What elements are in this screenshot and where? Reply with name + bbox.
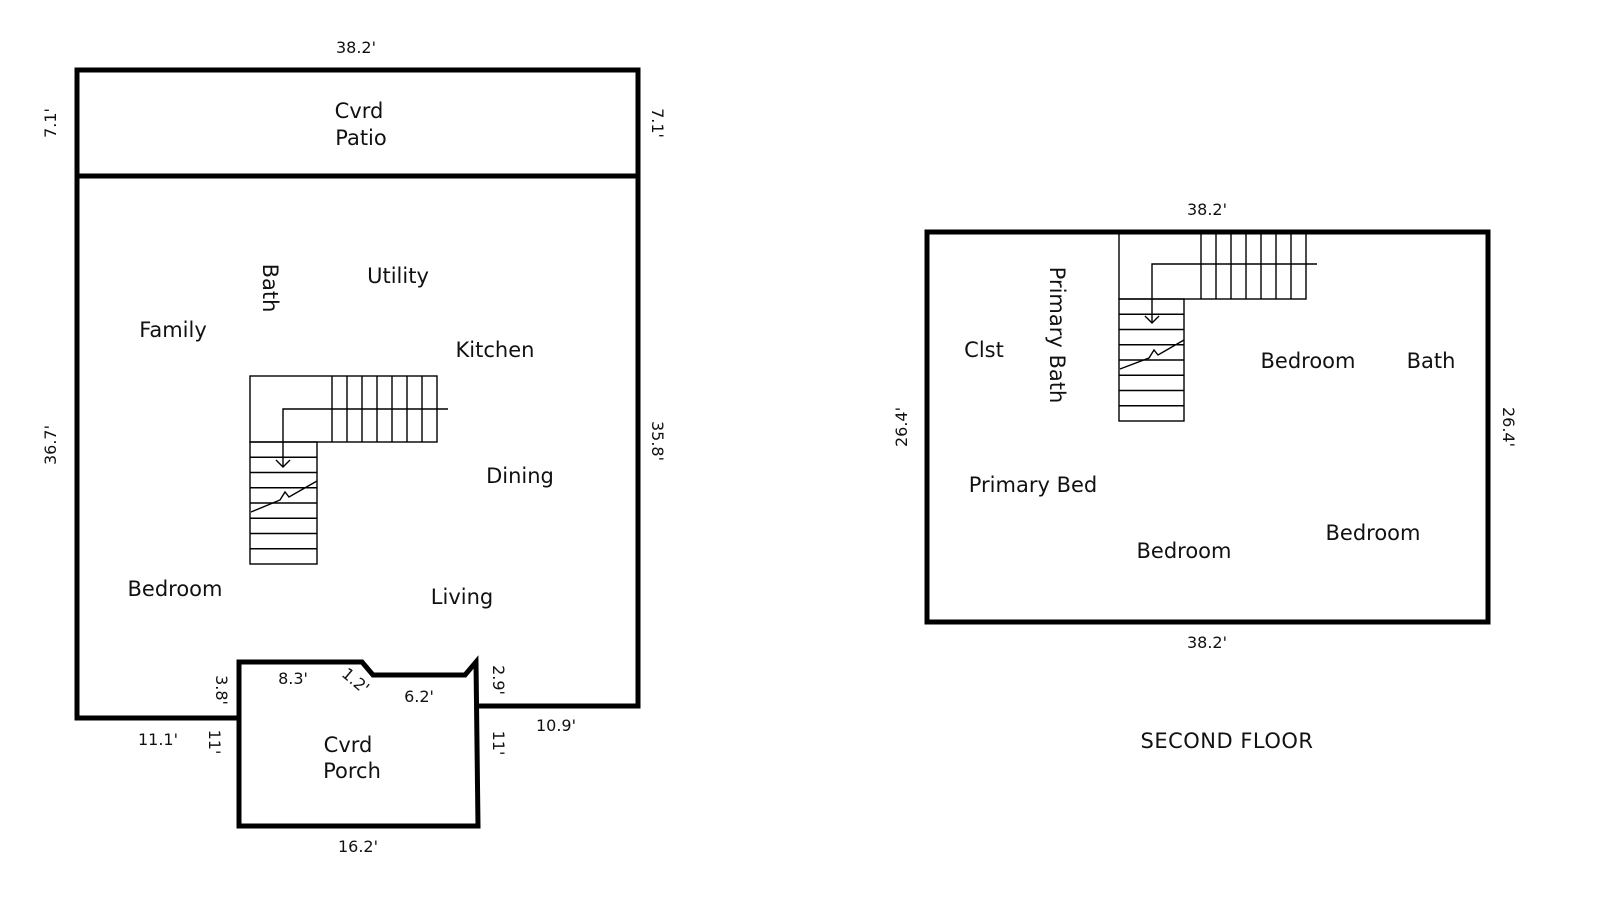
stair-run-upper <box>1118 232 1307 300</box>
dimension-second-right: 26.4' <box>1499 407 1518 447</box>
second-floor-outline <box>924 229 1491 625</box>
dimension-porch-left-lower: 11' <box>205 730 224 755</box>
stair-break-line <box>1119 339 1185 370</box>
covered-porch-wall <box>236 655 481 829</box>
room-label-bedroom-upper: Bedroom <box>1261 349 1356 373</box>
dimension-second-left: 26.4' <box>892 407 911 447</box>
dimension-patio-left: 7.1' <box>41 108 60 138</box>
room-label-dining: Dining <box>486 464 554 488</box>
dimension-top: 38.2' <box>336 38 376 57</box>
dimension-porch-top-left: 8.3' <box>278 669 308 688</box>
stair-arrow <box>1144 315 1160 324</box>
dimension-porch-right-upper: 2.9' <box>489 665 508 695</box>
dimension-second-bottom: 38.2' <box>1187 633 1227 652</box>
dimension-porch-top-right: 6.2' <box>404 687 434 706</box>
room-label-cvrd-porch-line1: Cvrd <box>324 733 373 757</box>
first-floor-stairs <box>249 375 448 565</box>
room-label-bath: Bath <box>258 264 282 313</box>
dimension-left: 36.7' <box>41 425 60 465</box>
dimension-patio-right: 7.1' <box>648 108 667 138</box>
dimension-right: 35.8' <box>648 421 667 461</box>
room-label-bedroom-lower-left: Bedroom <box>1137 539 1232 563</box>
dimension-bottom-right: 10.9' <box>536 716 576 735</box>
room-label-family: Family <box>139 318 207 342</box>
room-label-utility: Utility <box>367 264 429 288</box>
room-label-primary-bed: Primary Bed <box>969 473 1097 497</box>
room-label-kitchen: Kitchen <box>456 338 535 362</box>
room-label-cvrd-patio-line2: Patio <box>335 126 387 150</box>
first-floor-plan: Cvrd Patio Bath Utility Family Kitchen D… <box>41 38 667 856</box>
stair-break-line <box>250 480 318 513</box>
room-label-living: Living <box>431 585 493 609</box>
dimension-second-top: 38.2' <box>1187 200 1227 219</box>
room-label-primary-bath: Primary Bath <box>1045 267 1069 404</box>
stair-walk-line <box>1151 263 1317 322</box>
stair-arrow <box>275 459 291 468</box>
second-floor-title: SECOND FLOOR <box>1140 729 1313 753</box>
covered-patio-wall <box>74 67 641 179</box>
dimension-porch-left-upper: 3.8' <box>212 675 231 705</box>
second-floor-plan: Clst Primary Bath Bedroom Bath Primary B… <box>892 200 1518 753</box>
room-label-cvrd-porch-line2: Porch <box>323 759 381 783</box>
stair-walk-line <box>282 408 448 466</box>
second-floor-stairs <box>1118 232 1317 422</box>
room-label-bedroom-lower-right: Bedroom <box>1326 521 1421 545</box>
dimension-porch-right-lower: 11' <box>489 731 508 756</box>
room-label-cvrd-patio-line1: Cvrd <box>335 99 384 123</box>
room-label-clst: Clst <box>964 338 1004 362</box>
dimension-porch-bottom: 16.2' <box>338 837 378 856</box>
room-label-bedroom: Bedroom <box>128 577 223 601</box>
first-floor-outline <box>74 176 641 721</box>
dimension-bottom-left: 11.1' <box>138 730 178 749</box>
room-label-bath-second: Bath <box>1407 349 1456 373</box>
